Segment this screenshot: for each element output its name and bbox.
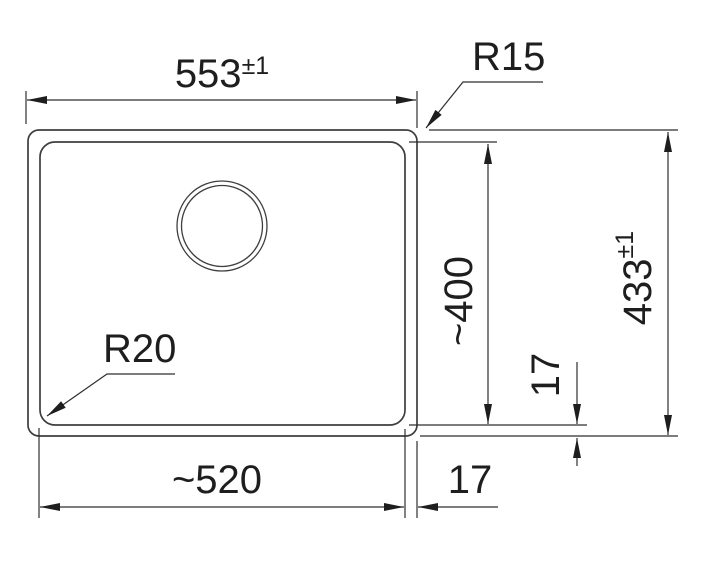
horizontal-offset-dimension: 17 [448, 458, 493, 502]
inner-height-dimension: ~400 [437, 256, 481, 346]
overall-height-value: 433 [616, 258, 660, 325]
inner-width-dimension: ~520 [172, 458, 262, 502]
bottom-left-radius-label: R20 [103, 327, 176, 371]
top-right-radius-label: R15 [472, 35, 545, 79]
drain-hole-inner [180, 184, 264, 268]
overall-height-dimension: 433±1 [611, 231, 660, 325]
leader-radius-bottom-left [46, 373, 175, 417]
top-width-value: 553 [175, 52, 242, 96]
top-width-tolerance: ±1 [242, 52, 270, 80]
drain-hole-outer [176, 180, 268, 272]
top-width-dimension: 553±1 [175, 52, 269, 96]
sink-bowl [39, 141, 406, 426]
leader-radius-top-right [425, 81, 543, 129]
vertical-offset-dimension: 17 [524, 353, 568, 398]
overall-height-tolerance: ±1 [611, 231, 639, 259]
